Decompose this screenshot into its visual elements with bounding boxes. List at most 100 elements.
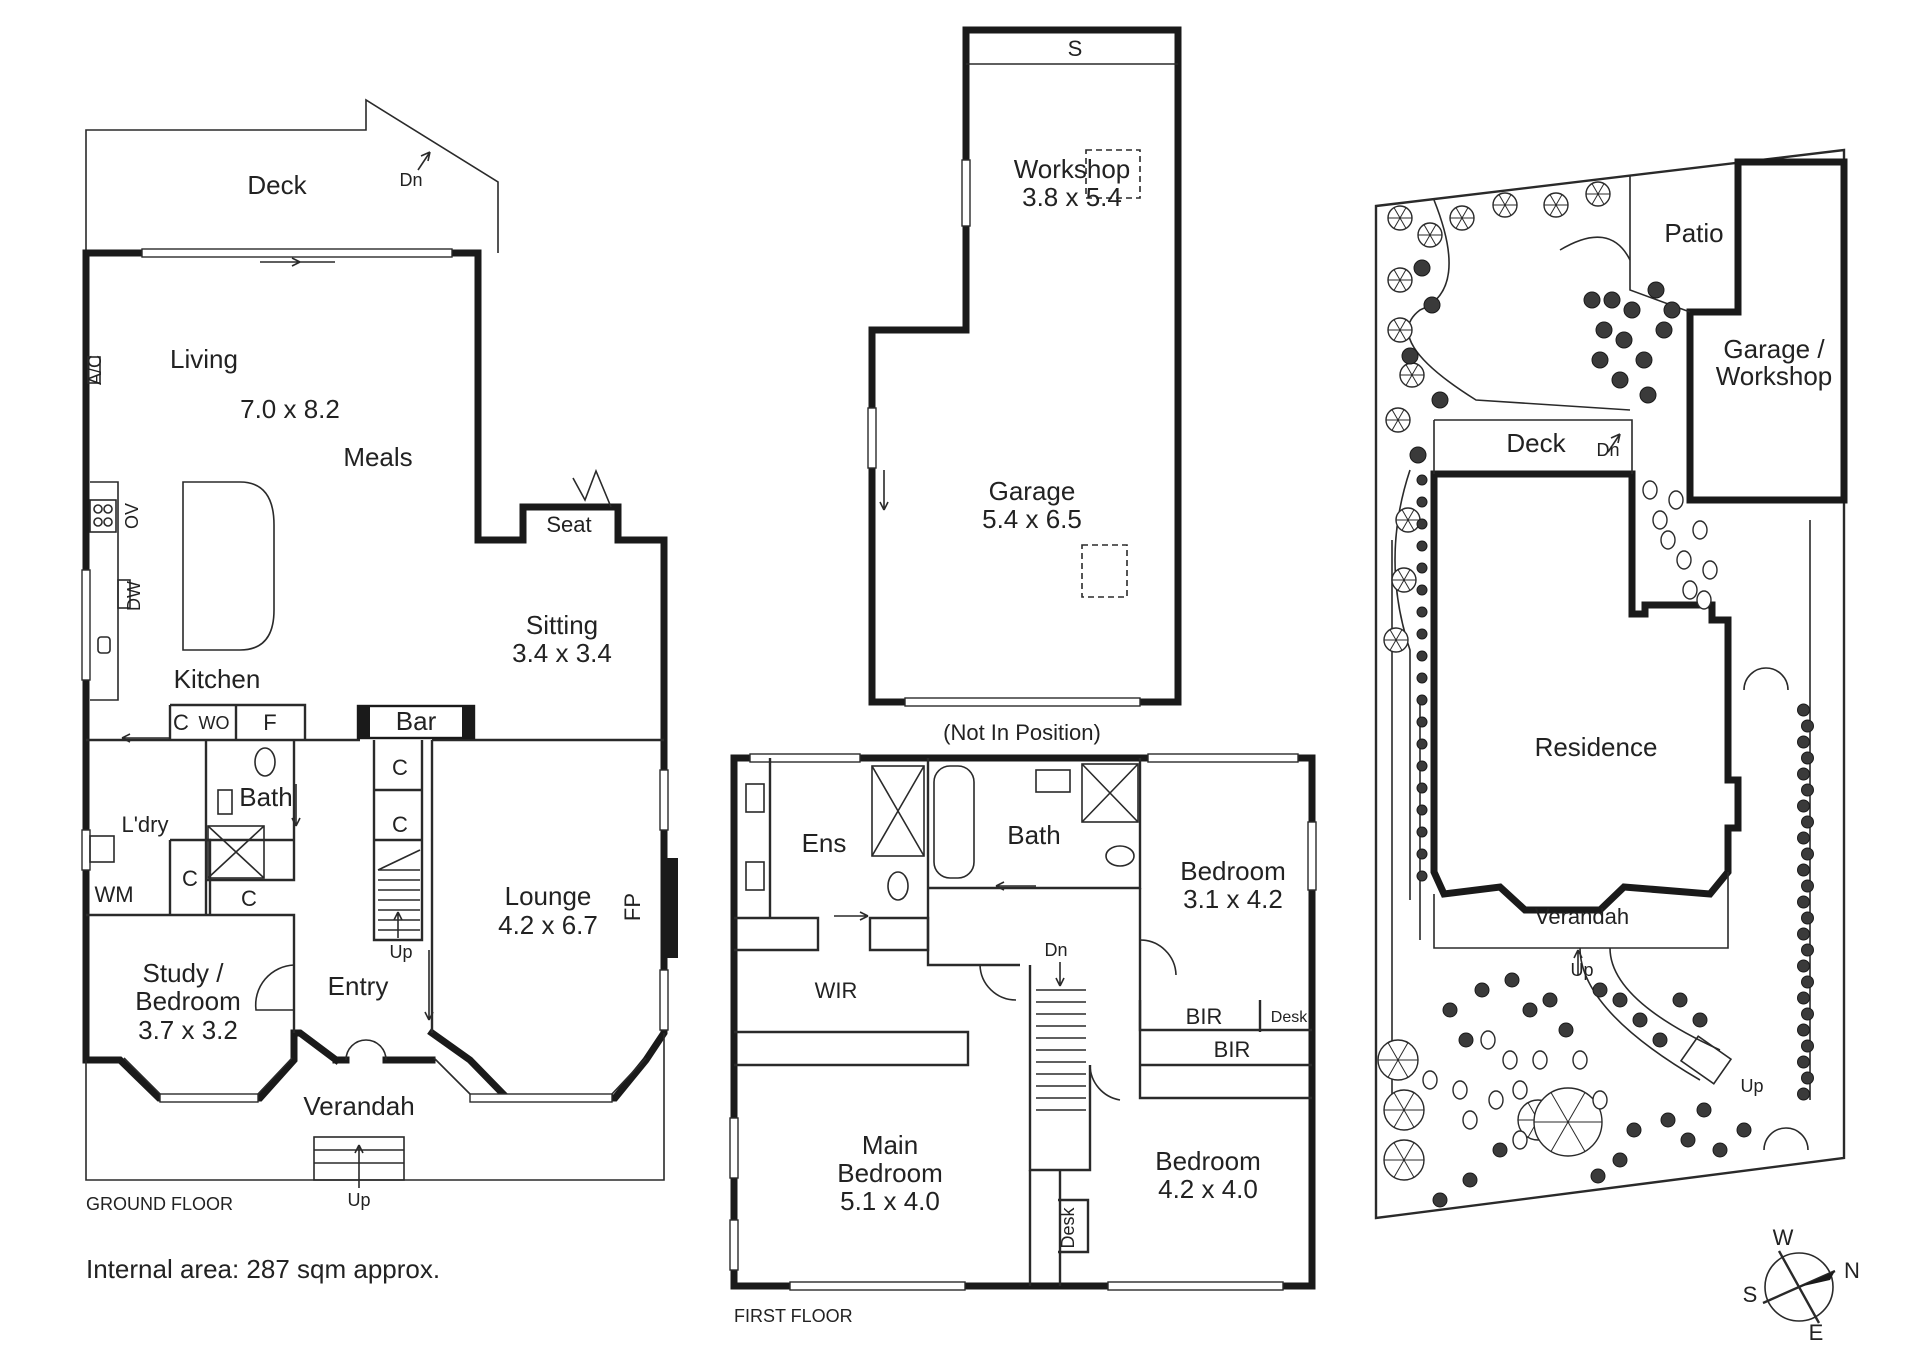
lounge-arrow <box>424 950 434 1021</box>
garden-shrub <box>1639 386 1657 404</box>
garden-shrub <box>1458 1032 1474 1048</box>
garden-shrub <box>1652 1032 1668 1048</box>
garden-shrub <box>1797 703 1810 717</box>
garden-stepping-stone <box>1572 1050 1588 1070</box>
site-verandah-up-label: Up <box>1570 960 1593 980</box>
ens-shower <box>871 765 925 857</box>
bath-cupboard-label: C <box>241 886 257 911</box>
workshop-label: Workshop <box>1014 154 1131 184</box>
garden-shrub <box>1797 991 1810 1005</box>
garden-shrub <box>1432 1192 1448 1208</box>
garden-shrub <box>1590 1168 1606 1184</box>
deck-outline <box>85 98 499 253</box>
garden-shrub <box>1416 584 1428 596</box>
ens-walls <box>734 758 820 952</box>
garden-shrub <box>1632 1012 1648 1028</box>
garden-shrub <box>1801 719 1814 733</box>
site-deck <box>1433 419 1633 474</box>
garden-shrub <box>1797 735 1810 749</box>
garden-shrub <box>1623 301 1641 319</box>
study-dimensions: 3.7 x 3.2 <box>138 1015 238 1045</box>
garden-shrub <box>1801 751 1814 765</box>
internal-area-text: Internal area: 287 sqm approx. <box>86 1254 440 1284</box>
garden-shrub <box>1797 863 1810 877</box>
garden-shrub <box>1492 1142 1508 1158</box>
garden-shrub <box>1680 1132 1696 1148</box>
compass <box>1762 1250 1836 1324</box>
site-path-steps <box>1679 1035 1733 1085</box>
garden-stepping-stone <box>1668 490 1684 510</box>
garden-stepping-stone <box>1532 1050 1548 1070</box>
garden-stepping-stone <box>1502 1050 1518 1070</box>
meals-label: Meals <box>343 442 412 472</box>
ground-floor-plan <box>81 98 678 1188</box>
garden-shrub <box>1797 767 1810 781</box>
compass-north-label: N <box>1844 1258 1860 1283</box>
main-bedroom-dimensions: 5.1 x 4.0 <box>840 1186 940 1216</box>
garden-stepping-stone <box>1696 590 1712 610</box>
seat-door <box>572 468 612 508</box>
walk-in-oven-label: WO <box>199 713 230 733</box>
ac-label: A/C <box>85 355 105 385</box>
ground-bath-label: Bath <box>239 782 293 812</box>
washing-machine-label: WM <box>94 882 133 907</box>
garden-stepping-stone <box>1512 1080 1528 1100</box>
first-bath-label: Bath <box>1007 820 1061 850</box>
garden-stepping-stone <box>1592 1090 1608 1110</box>
site-plan <box>1374 148 1848 1220</box>
garden-shrub <box>1416 540 1428 552</box>
garden-shrub <box>1611 371 1629 389</box>
garden-shrub <box>1416 716 1428 728</box>
garden-stepping-stone <box>1512 1130 1528 1150</box>
garden-shrub <box>1416 782 1428 794</box>
sitting-label: Sitting <box>526 610 598 640</box>
garden-shrub <box>1401 347 1419 365</box>
bir-walls <box>1138 1000 1312 1100</box>
outbuilding-plan <box>867 26 1182 707</box>
bath-shower <box>1081 763 1139 823</box>
garden-shrub <box>1416 848 1428 860</box>
garden-shrub <box>1423 296 1441 314</box>
fireplace <box>664 858 678 958</box>
garden-shrub <box>1416 562 1428 574</box>
garden-shrub <box>1655 321 1673 339</box>
compass-ring <box>1764 1252 1834 1322</box>
site-verandah-label: Verandah <box>1535 904 1629 929</box>
deck-sliding-window <box>141 248 453 258</box>
garden-stepping-stone <box>1702 560 1718 580</box>
bir-1-label: BIR <box>1186 1004 1223 1029</box>
garden-shrub <box>1801 1039 1814 1053</box>
site-garage <box>1686 158 1848 504</box>
wir-label: WIR <box>815 978 858 1003</box>
lounge-label: Lounge <box>505 881 592 911</box>
garden-shrub <box>1442 1002 1458 1018</box>
garden-shrub <box>1801 911 1814 925</box>
slider-arrows <box>260 257 335 267</box>
garden-shrub <box>1504 972 1520 988</box>
stair-cupboard-2-label: C <box>392 812 408 837</box>
first-floor-caption: FIRST FLOOR <box>734 1306 853 1326</box>
garden-shrub <box>1801 1007 1814 1021</box>
ensuite-label: Ens <box>802 828 847 858</box>
outbuilding-walls <box>868 26 1182 706</box>
site-residence <box>1430 470 1742 914</box>
shelf-label: S <box>1068 36 1083 61</box>
bedroom-2-dimensions: 4.2 x 4.0 <box>1158 1174 1258 1204</box>
garden-shrub <box>1474 982 1490 998</box>
garden-shrub <box>1797 959 1810 973</box>
kitchen-cupboard-label: C <box>173 710 189 735</box>
garden-shrub <box>1801 943 1814 957</box>
garden-shrub <box>1416 650 1428 662</box>
garden-shrub <box>1416 870 1428 882</box>
garden-shrub <box>1692 1012 1708 1028</box>
site-verandah <box>1433 872 1729 949</box>
living-label: Living <box>170 344 238 374</box>
garden-stepping-stone <box>1480 1030 1496 1050</box>
site-garage-label-2: Workshop <box>1716 361 1833 391</box>
garage-label: Garage <box>989 476 1076 506</box>
deck-dn-label: Dn <box>399 170 422 190</box>
garden-shrub <box>1409 446 1427 464</box>
main-bedroom-label-1: Main <box>862 1130 918 1160</box>
entry-label: Entry <box>328 971 389 1001</box>
study-top-wall <box>86 913 296 1033</box>
